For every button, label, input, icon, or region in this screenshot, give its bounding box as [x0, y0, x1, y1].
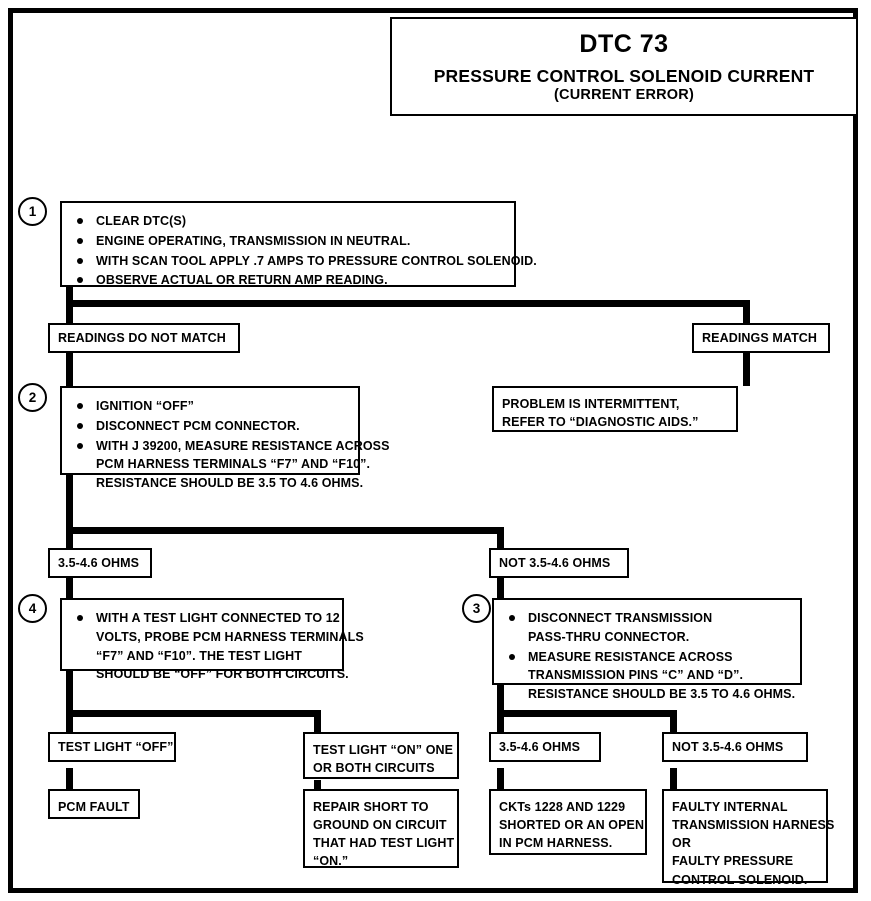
page-border	[8, 8, 858, 893]
connector-not-in-range-step2-drop	[497, 527, 504, 560]
result-faulty-harness-or-solenoid: FAULTY INTERNAL TRANSMISSION HARNESS OR …	[662, 789, 834, 887]
label-test-light-on: TEST LIGHT “ON” ONE OR BOTH CIRCUITS	[303, 732, 459, 779]
step-1-bullet-1: CLEAR DTC(S)	[72, 212, 506, 231]
connector-in-range-to-step4	[66, 578, 73, 600]
connector-readings-match-drop	[743, 300, 750, 335]
connector-step4-split-bar	[66, 710, 321, 717]
step-4-bullet-1: WITH A TEST LIGHT CONNECTED TO 12 VOLTS,…	[72, 609, 364, 684]
connector-step3-split-bar	[497, 710, 677, 717]
step-1-bullet-4: OBSERVE ACTUAL OR RETURN AMP READING.	[72, 271, 506, 290]
step-number-1: 1	[18, 197, 47, 226]
connector-step3-not-in-range-drop	[670, 710, 677, 732]
connector-test-light-off-to-pcm-fault	[66, 768, 73, 794]
connector-test-light-on-to-repair	[314, 780, 321, 794]
step-2-bullet-3: WITH J 39200, MEASURE RESISTANCE ACROSS …	[72, 437, 389, 493]
step-2-bullet-1: IGNITION “OFF”	[72, 397, 350, 416]
connector-test-light-on-drop	[314, 710, 321, 732]
label-test-light-off: TEST LIGHT “OFF”	[48, 732, 176, 762]
connector-step1-drop	[66, 285, 73, 335]
label-readings-match: READINGS MATCH	[692, 323, 830, 353]
result-pcm-fault: PCM FAULT	[48, 789, 140, 819]
step-4-box: WITH A TEST LIGHT CONNECTED TO 12 VOLTS,…	[60, 598, 364, 681]
connector-step2-split-bar	[66, 527, 504, 534]
connector-step2-drop	[66, 475, 73, 560]
connector-match-to-intermittent	[743, 353, 750, 386]
dtc-code: DTC 73	[579, 30, 669, 58]
connector-step1-split-bar	[66, 300, 750, 307]
label-ohms-out-of-range-step2: NOT 3.5-4.6 OHMS	[489, 548, 629, 578]
step-1-box: CLEAR DTC(S) ENGINE OPERATING, TRANSMISS…	[60, 201, 537, 290]
step-number-3: 3	[462, 594, 491, 623]
connector-do-not-match-to-step2	[66, 353, 73, 386]
step-number-4: 4	[18, 594, 47, 623]
dtc-qualifier: (CURRENT ERROR)	[554, 86, 694, 103]
connector-not-in-range-to-step3	[497, 578, 504, 600]
step-3-bullet-1: DISCONNECT TRANSMISSION PASS-THRU CONNEC…	[504, 609, 792, 647]
step-2-bullet-2: DISCONNECT PCM CONNECTOR.	[72, 417, 350, 436]
step-number-2: 2	[18, 383, 47, 412]
label-ohms-out-of-range-step3: NOT 3.5-4.6 OHMS	[662, 732, 808, 762]
label-ohms-in-range-step3: 3.5-4.6 OHMS	[489, 732, 601, 762]
step-3-bullet-2: MEASURE RESISTANCE ACROSS TRANSMISSION P…	[504, 648, 795, 704]
label-ohms-in-range-step2: 3.5-4.6 OHMS	[48, 548, 152, 578]
step-2-box: IGNITION “OFF” DISCONNECT PCM CONNECTOR.…	[60, 386, 389, 490]
title-block: DTC 73 PRESSURE CONTROL SOLENOID CURRENT…	[390, 17, 858, 116]
result-intermittent: PROBLEM IS INTERMITTENT, REFER TO “DIAGN…	[492, 386, 738, 432]
connector-step3-drop	[497, 682, 504, 732]
connector-step3-out-range-to-faulty	[670, 768, 677, 794]
result-ckts-shorted: CKTs 1228 AND 1229 SHORTED OR AN OPEN IN…	[489, 789, 647, 855]
dtc-name: PRESSURE CONTROL SOLENOID CURRENT	[433, 65, 815, 86]
result-repair-short: REPAIR SHORT TO GROUND ON CIRCUIT THAT H…	[303, 789, 459, 868]
connector-step4-drop	[66, 670, 73, 732]
connector-step3-in-range-to-ckts	[497, 768, 504, 794]
label-readings-do-not-match: READINGS DO NOT MATCH	[48, 323, 240, 353]
step-1-bullet-2: ENGINE OPERATING, TRANSMISSION IN NEUTRA…	[72, 232, 506, 251]
step-3-box: DISCONNECT TRANSMISSION PASS-THRU CONNEC…	[492, 598, 802, 701]
step-1-bullet-3: WITH SCAN TOOL APPLY .7 AMPS TO PRESSURE…	[72, 252, 537, 271]
